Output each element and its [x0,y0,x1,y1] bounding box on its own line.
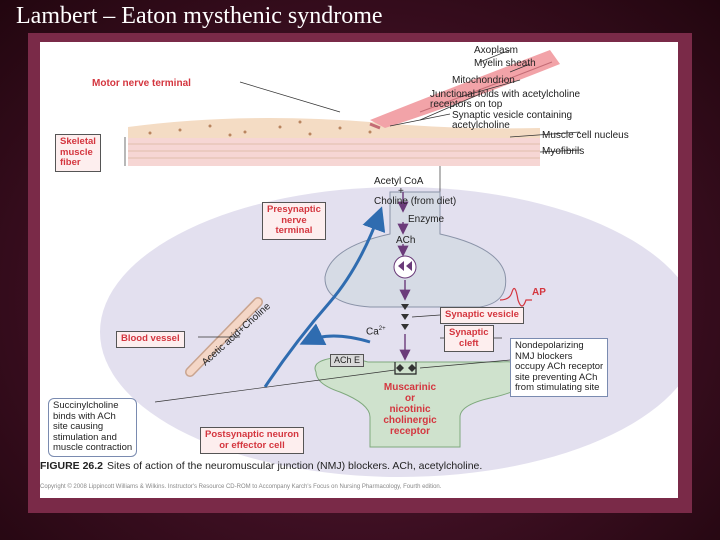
action-potential-wave [499,287,532,307]
copyright-line: Copyright © 2008 Lippincott Williams & W… [40,484,442,490]
label-presynaptic-terminal: Presynaptic nerve terminal [262,202,326,240]
label-muscle-cell-nucleus: Muscle cell nucleus [542,130,629,141]
label-motor-nerve-terminal: Motor nerve terminal [92,78,191,89]
label-synaptic-vesicle-box: Synaptic vesicle [440,307,524,324]
label-myofibrils: Myofibrils [542,146,585,157]
slide-title: Lambert – Eaton mysthenic syndrome [16,3,383,29]
muscle-fiber-band [128,118,540,166]
label-plus: + [398,186,404,197]
label-synaptic-cleft: Synaptic cleft [444,325,494,352]
label-choline-diet: Choline (from diet) [374,196,457,207]
nmj-diagram [100,49,678,477]
label-muscarinic-receptor: Muscarinic or nicotinic cholinergic rece… [383,382,437,437]
label-synaptic-vesicle-2: acetylcholine [452,120,510,131]
label-postsynaptic-cell: Postsynaptic neuron or effector cell [200,427,304,454]
nerve-axon [369,50,560,130]
label-myelin-sheath: Myelin sheath [474,58,536,69]
label-ap: AP [532,287,546,298]
ach-vesicle [393,255,417,279]
label-succinylcholine: Succinylcholine binds with ACh site caus… [48,398,138,457]
label-skeletal-muscle-fiber: Skeletal muscle fiber [55,134,101,172]
reuptake-arrow [263,206,386,388]
label-axoplasm: Axoplasm [474,45,518,56]
label-enzyme: Enzyme [408,214,445,225]
label-calcium: Ca2+ [366,326,386,338]
label-acetyl-coa: Acetyl CoA [374,176,424,187]
label-mitochondrion: Mitochondrion [452,75,515,86]
figure-panel: Motor nerve terminal Skeletal muscle fib… [40,42,678,498]
label-junctional-folds-1: Junctional folds with acetylcholine [430,89,581,100]
caption-label: FIGURE 26.2 [40,460,104,472]
label-blood-vessel: Blood vessel [116,331,185,348]
ache-arrow [299,323,371,346]
label-ach: ACh [396,235,416,246]
label-ache: ACh E [330,354,365,367]
caption-text: Sites of action of the neuromuscular jun… [107,460,483,472]
label-nondepolarizing-blockers: Nondepolarizing NMJ blockers occupy ACh … [510,338,609,397]
label-junctional-folds-2: receptors on top [430,99,503,110]
background-ellipse [100,187,678,477]
presynaptic-terminal [324,191,507,308]
label-synaptic-vesicle-1: Synaptic vesicle containing [452,110,573,121]
ach-molecules [401,304,409,330]
